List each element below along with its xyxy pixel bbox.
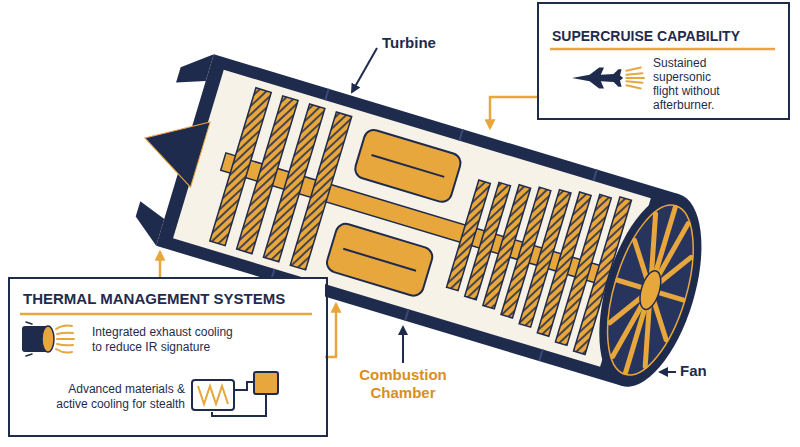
exhaust-cooling-icon <box>57 344 73 345</box>
exhaust-cooling-icon <box>26 322 32 356</box>
engine-cutaway <box>593 198 708 382</box>
exhaust-cooling-icon <box>26 354 32 356</box>
text-slot: SUPERCRUISE CAPABILITY <box>552 28 780 45</box>
part-leader <box>402 327 404 363</box>
callout-body: Advanced materials & active cooling for … <box>45 382 185 412</box>
engine-cutaway <box>176 46 214 90</box>
callout-body: Sustained supersonic flight without afte… <box>653 56 733 112</box>
engine-cutaway <box>129 201 167 245</box>
engine-cutaway <box>636 268 665 311</box>
heat-exchanger-icon <box>192 380 234 410</box>
engine-cutaway <box>325 221 435 298</box>
text-slot: THERMAL MANAGEMENT SYSTEMS <box>23 290 318 308</box>
engine-cutaway <box>405 309 408 320</box>
callout-leader <box>490 97 537 128</box>
part-leader <box>660 371 676 373</box>
exhaust-cooling-icon <box>42 326 54 352</box>
part-label: Turbine <box>382 34 472 52</box>
engine-cutaway <box>135 105 210 187</box>
jet-icon <box>626 68 640 71</box>
engine-cutaway <box>325 89 328 100</box>
heat-exchanger-icon <box>234 382 254 390</box>
heat-exchanger-icon <box>192 372 278 416</box>
exhaust-cooling-icon <box>22 322 74 356</box>
engine-cutaway <box>343 249 416 271</box>
callout-heading: THERMAL MANAGEMENT SYSTEMS <box>23 290 318 308</box>
jet-icon <box>626 85 640 88</box>
jet-icon <box>626 77 644 79</box>
callout-box: THERMAL MANAGEMENT SYSTEMS Integrated exh… <box>8 277 328 437</box>
heat-exchanger-icon <box>198 386 228 404</box>
heat-exchanger-icon <box>212 394 266 416</box>
heat-exchanger-icon <box>254 372 278 394</box>
label-slot: Combustion Chamber <box>355 366 451 402</box>
callout-heading: SUPERCRUISE CAPABILITY <box>552 28 780 45</box>
callout-leader <box>159 252 162 277</box>
callout-body: Integrated exhaust cooling to reduce IR … <box>92 325 240 355</box>
heading-underline <box>550 48 775 51</box>
part-label: Combustion Chamber <box>355 366 451 402</box>
engine-cutaway <box>591 195 711 384</box>
exhaust-cooling-icon <box>56 325 72 329</box>
heading-underline <box>20 313 312 316</box>
exhaust-cooling-icon <box>56 349 72 353</box>
text-slot: Advanced materials & active cooling for … <box>45 382 185 412</box>
exhaust-cooling-icon <box>57 338 74 340</box>
jet-icon <box>626 81 642 83</box>
callout-box: SUPERCRUISE CAPABILITY Sustained superson… <box>537 2 790 120</box>
engine-cutaway <box>353 128 463 205</box>
exhaust-cooling-icon <box>57 333 73 334</box>
box-ground <box>537 2 785 120</box>
part-leader <box>352 48 377 92</box>
engine-cutaway <box>539 350 542 361</box>
jet-icon <box>626 68 644 89</box>
engine-cutaway <box>593 170 596 181</box>
engine-cutaway <box>371 155 444 177</box>
label-slot: Turbine <box>382 34 472 52</box>
text-slot: Sustained supersonic flight without afte… <box>653 56 733 112</box>
part-label: Fan <box>680 362 740 380</box>
jet-icon <box>572 68 623 89</box>
box-ground <box>8 277 325 437</box>
exhaust-cooling-icon <box>26 322 32 324</box>
exhaust-cooling-icon <box>56 325 74 352</box>
engine-cutaway <box>459 129 462 140</box>
jet-icon <box>626 73 642 75</box>
jet-icon <box>572 68 644 89</box>
text-slot: Integrated exhaust cooling to reduce IR … <box>92 325 240 355</box>
label-slot: Fan <box>680 362 740 380</box>
